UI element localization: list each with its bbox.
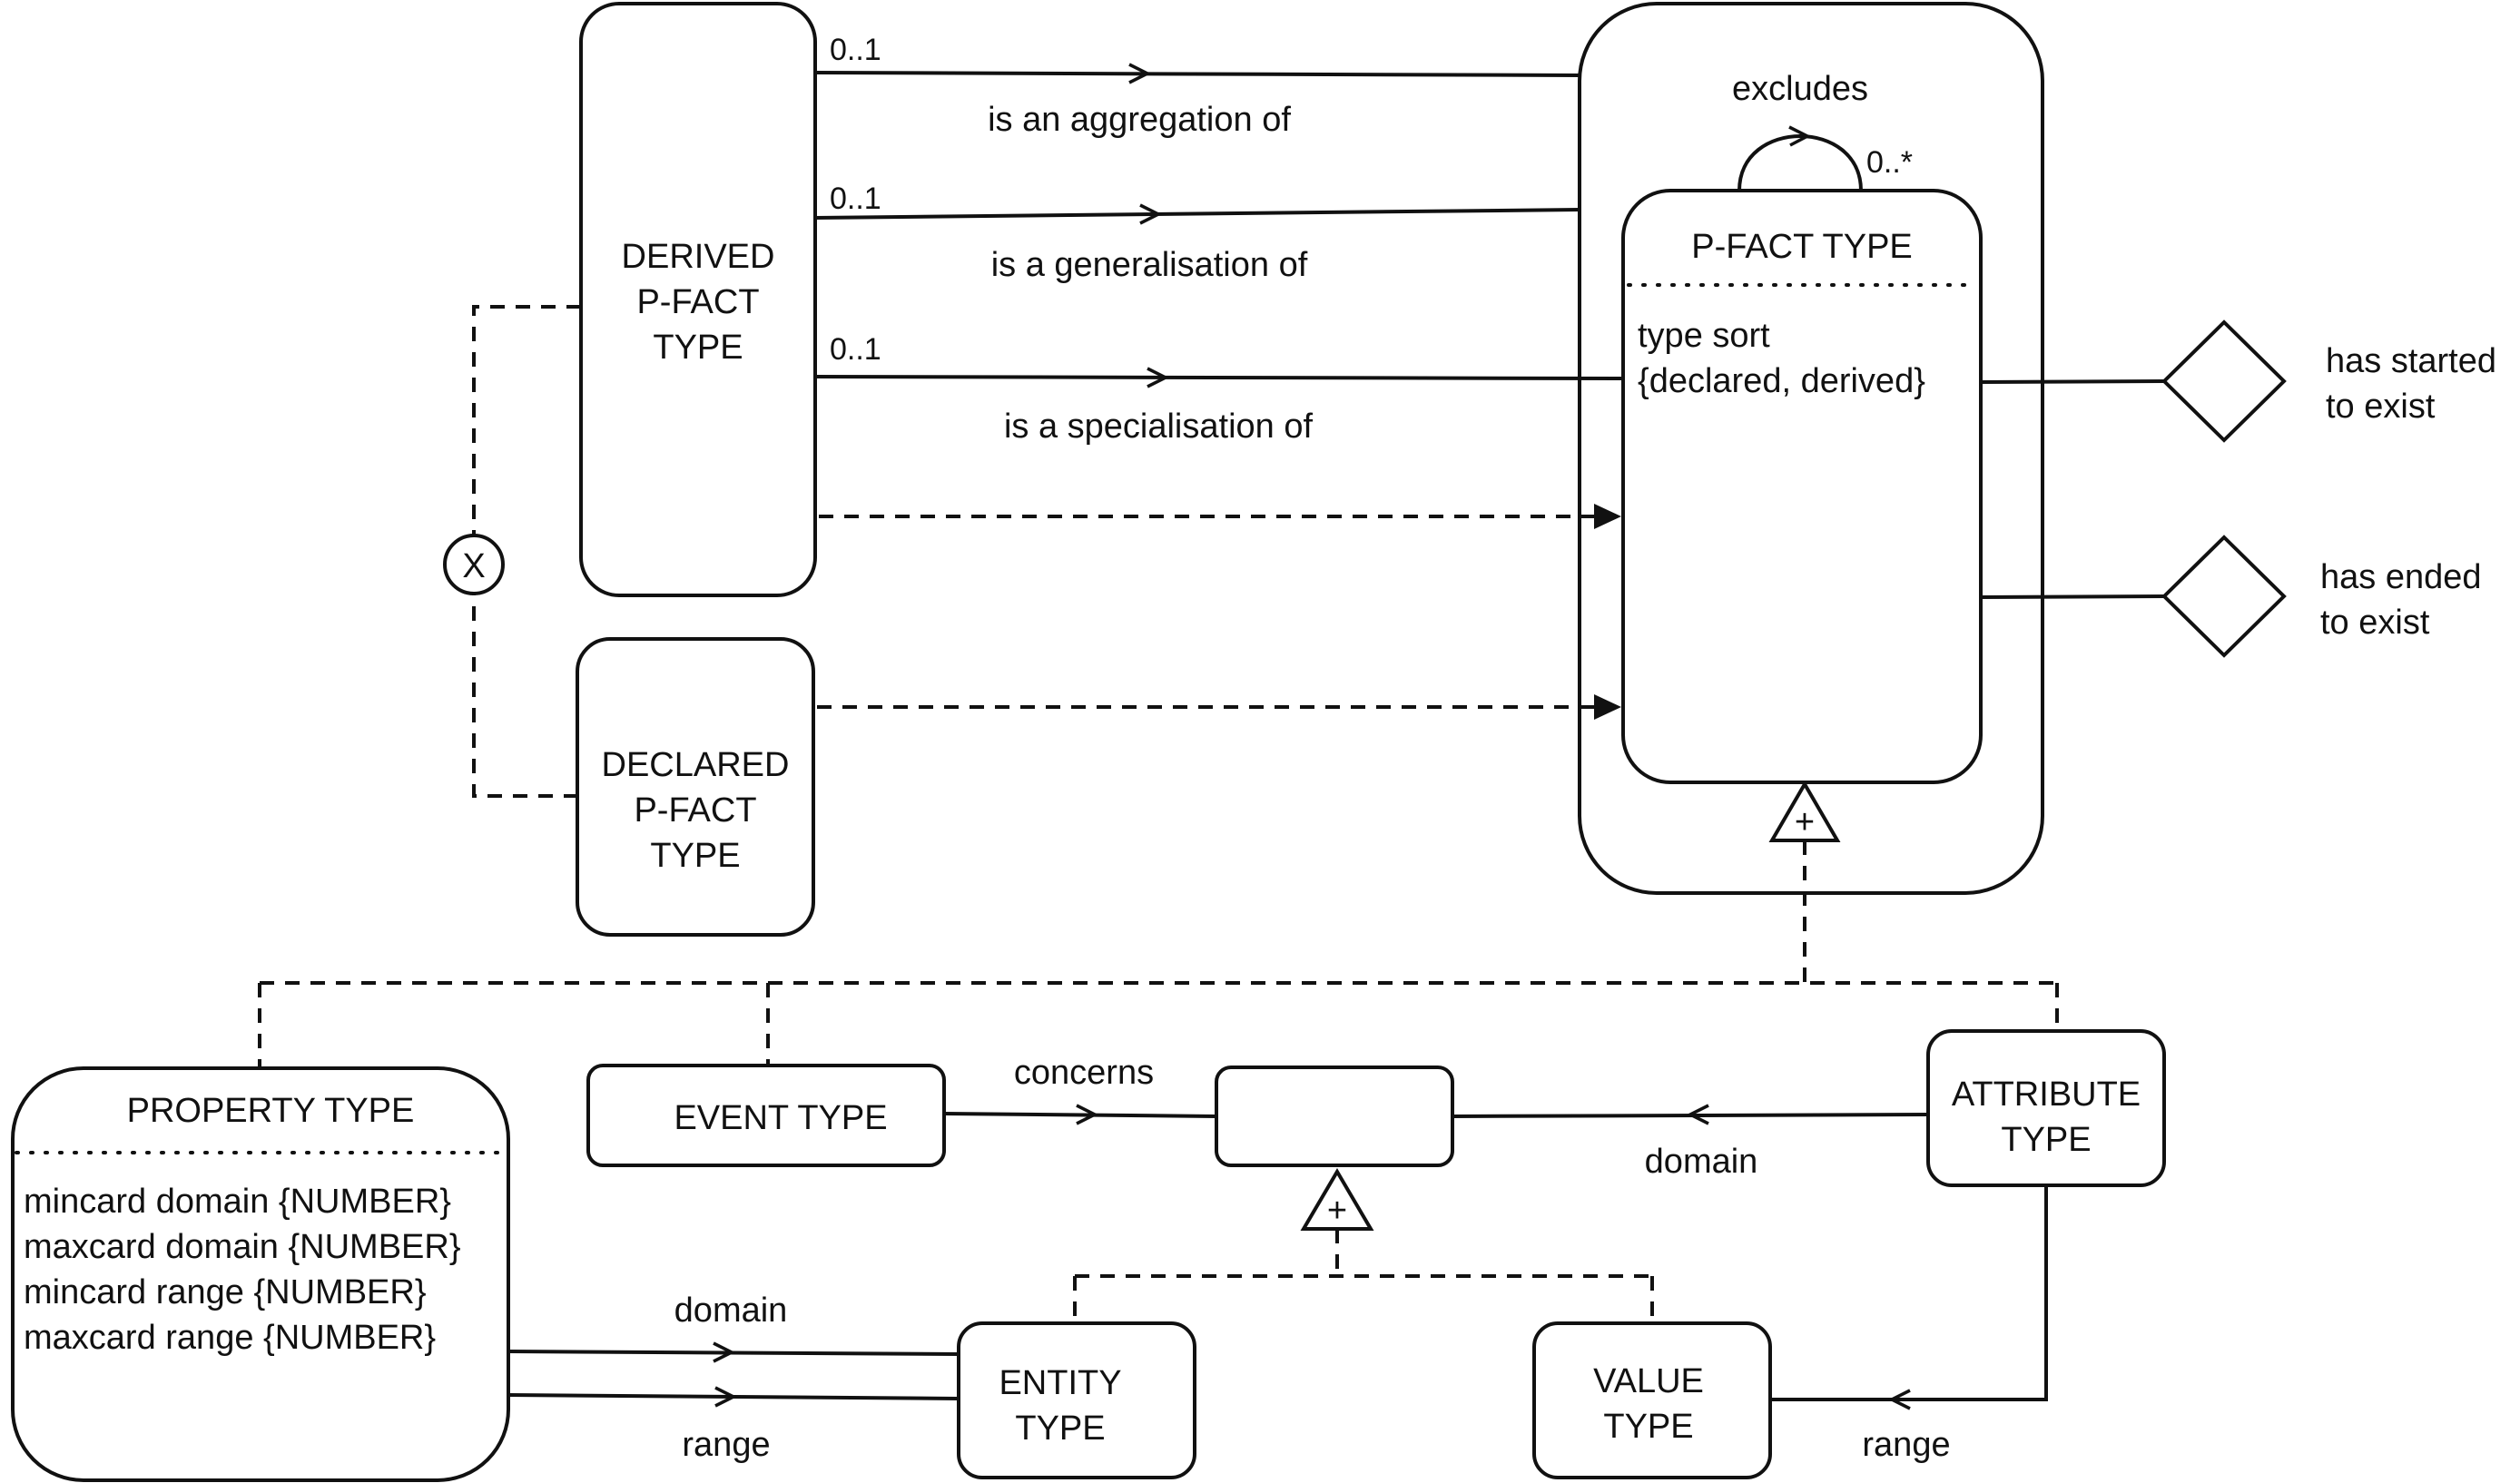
specialisation-line[interactable] [814,375,1624,380]
entity-type-line2: TYPE [1015,1409,1105,1448]
property-range-arrowhead [714,1386,737,1408]
entity-type-box[interactable] [957,1321,1196,1479]
aggregation-arrowhead [1128,63,1151,84]
value-type-box[interactable] [1532,1321,1772,1479]
specialisation-label: is a specialisation of [1004,408,1314,446]
excludes-arrowhead [1788,125,1811,147]
has-ended-label-line1: has ended [2320,558,2482,596]
xor-constraint-circle[interactable] [443,534,505,595]
attribute-range-line[interactable] [1770,1185,2048,1401]
concept-subtype-connector [1073,1229,1654,1323]
derived-pfact-type-box[interactable] [579,2,817,597]
property-type-attr-2: maxcard domain {NUMBER} [24,1228,461,1266]
property-type-title: PROPERTY TYPE [127,1092,415,1130]
property-domain-arrowhead [713,1341,735,1363]
ended-connector [1980,594,2165,599]
attribute-range-label: range [1862,1426,1950,1464]
has-ended-diamond[interactable] [2161,535,2287,658]
concerns-arrowhead [1076,1104,1098,1125]
pfact-type-attr-line1: type sort [1638,317,1770,355]
xor-symbol: X [462,547,485,585]
pfact-subtype-connector [258,840,2059,1068]
property-range-label: range [682,1426,770,1464]
declared-pfact-type-line2: P-FACT [634,791,756,830]
attribute-domain-arrowhead [1687,1104,1709,1125]
started-connector [1980,379,2165,384]
declared-pfact-type-box[interactable] [576,637,815,937]
concept-type-box[interactable] [1215,1066,1454,1167]
declared-pfact-type-line3: TYPE [650,837,740,875]
pfact-type-title: P-FACT TYPE [1691,228,1913,266]
has-started-label-line1: has started [2326,342,2496,380]
attribute-range-arrowhead [1888,1389,1911,1410]
excludes-label: excludes [1732,70,1868,108]
property-type-attr-4: maxcard range {NUMBER} [24,1319,436,1357]
declared-pfact-type-line1: DECLARED [602,746,790,784]
concerns-line[interactable] [943,1112,1217,1118]
aggregation-cardinality: 0..1 [830,33,881,67]
xor-constraint-line[interactable] [472,305,581,798]
property-type-attr-3: mincard range {NUMBER} [24,1273,427,1311]
specialisation-cardinality: 0..1 [830,332,881,367]
derived-pfact-type-line2: P-FACT [636,283,759,321]
value-type-line2: TYPE [1603,1408,1693,1446]
has-started-diamond[interactable] [2161,319,2287,443]
generalisation-label: is a generalisation of [991,246,1308,284]
has-ended-label-line2: to exist [2320,604,2430,642]
declared-instance-of-arrowhead [1594,694,1621,720]
concerns-label: concerns [1014,1054,1154,1092]
derived-instance-of-arrowhead [1594,504,1621,529]
excludes-cardinality: 0..* [1866,145,1913,180]
property-type-box[interactable] [11,1066,510,1482]
pfact-type-inner-box[interactable] [1621,189,1983,784]
pfact-generalisation-symbol: + [1795,803,1815,841]
attribute-type-line1: ATTRIBUTE [1952,1075,2141,1114]
event-type-label: EVENT TYPE [674,1099,887,1137]
aggregation-line[interactable] [814,71,1580,77]
pfact-type-attr-line2: {declared, derived} [1638,362,1925,400]
aggregation-label: is an aggregation of [988,101,1291,139]
specialisation-arrowhead [1147,367,1169,388]
derived-pfact-type-line3: TYPE [653,329,743,367]
value-type-line1: VALUE [1593,1362,1704,1400]
property-domain-label: domain [674,1291,788,1330]
generalisation-arrowhead [1139,203,1162,225]
attribute-type-line2: TYPE [2001,1121,2091,1159]
generalisation-cardinality: 0..1 [830,182,881,216]
generalisation-line[interactable] [814,208,1580,220]
excludes-loop[interactable] [1737,134,1863,192]
has-started-label-line2: to exist [2326,388,2436,426]
concept-generalisation-symbol: + [1327,1192,1347,1230]
property-type-attr-1: mincard domain {NUMBER} [24,1183,451,1221]
derived-pfact-type-line1: DERIVED [622,238,775,276]
entity-type-line1: ENTITY [999,1364,1121,1402]
attribute-domain-label: domain [1645,1143,1758,1181]
